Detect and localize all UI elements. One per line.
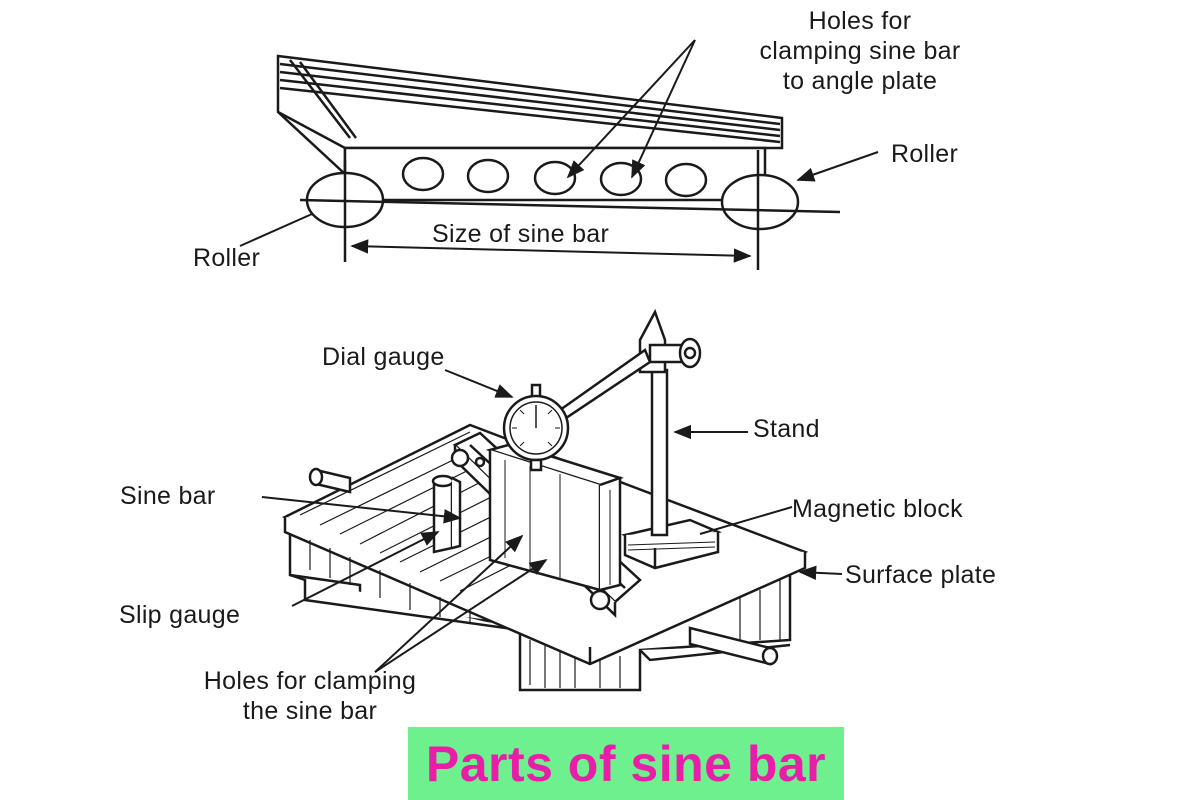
label-roller-right: Roller <box>891 140 959 168</box>
bottom-leaders <box>261 369 843 673</box>
caption-banner: Parts of sine bar <box>408 727 844 800</box>
label-slip-gauge: Slip gauge <box>119 601 241 629</box>
label-size-of-sine-bar: Size of sine bar <box>432 220 610 248</box>
clamp-handles <box>308 467 779 666</box>
roller <box>589 589 611 611</box>
top-leaders <box>239 39 879 263</box>
label-surface-plate: Surface plate <box>845 561 997 589</box>
caption-title: Parts of sine bar <box>425 735 827 792</box>
clamping-hole <box>466 158 510 194</box>
roller <box>450 448 470 468</box>
dial-gauge <box>502 383 570 472</box>
clamping-hole <box>474 456 486 468</box>
label-roller-left: Roller <box>193 244 261 272</box>
label-magnetic-block: Magnetic block <box>792 495 963 523</box>
roller-right <box>720 173 800 231</box>
label-stand: Stand <box>753 415 820 443</box>
rollers <box>299 150 841 270</box>
sine-bar-top <box>343 146 767 202</box>
clamping-hole <box>401 156 445 192</box>
clamping-hole <box>599 161 643 197</box>
label-sine-bar: Sine bar <box>120 482 216 510</box>
label-holes-sine-bar: Holes for clamping the sine bar <box>203 667 417 725</box>
clamping-hole <box>664 162 708 198</box>
label-dial-gauge: Dial gauge <box>322 343 445 371</box>
slip-gauge <box>431 474 462 554</box>
label-holes-angle-plate: Holes for clamping sine bar to angle pla… <box>759 7 961 95</box>
angle-plate <box>276 54 784 177</box>
stand <box>558 308 702 537</box>
magnetic-block <box>621 518 722 570</box>
